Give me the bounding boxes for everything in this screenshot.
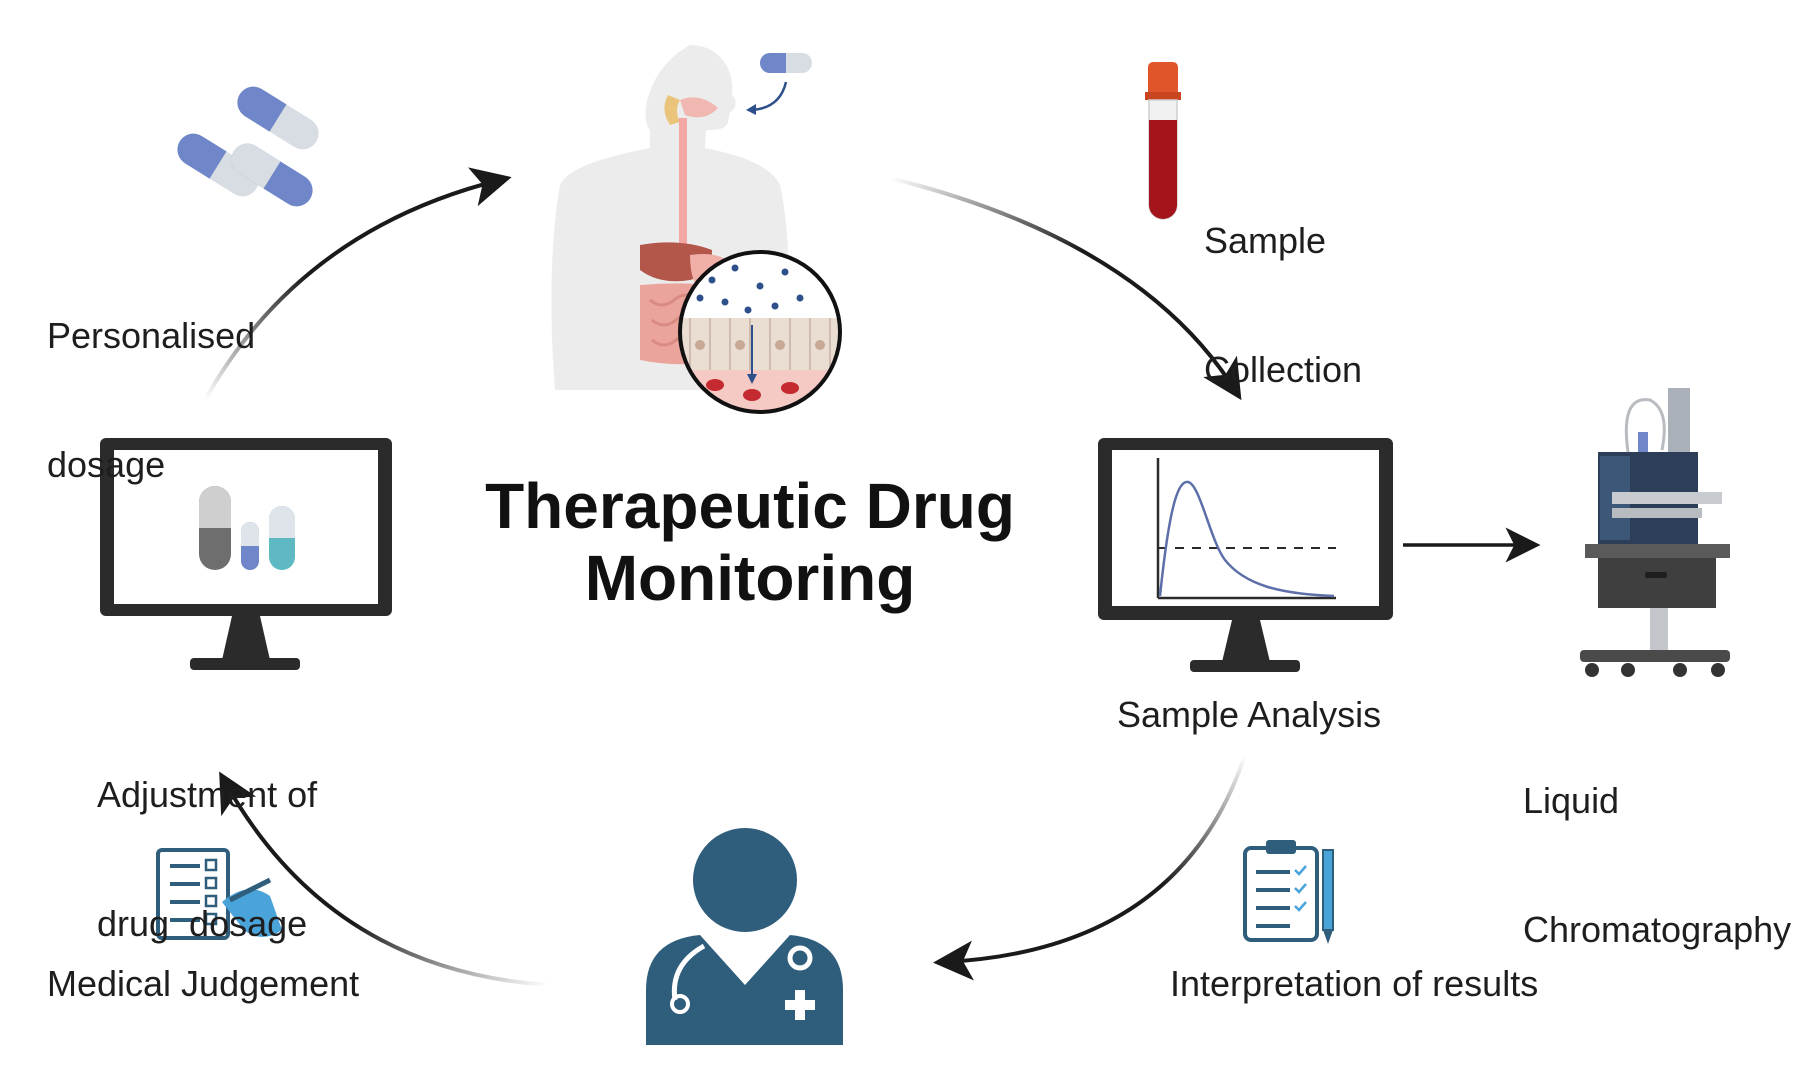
clipboard-icon xyxy=(1243,840,1334,944)
title-line-2: Monitoring xyxy=(584,542,916,614)
label-sample-collection-line-2: Collection xyxy=(1204,349,1363,390)
label-sample-collection: Sample Collection xyxy=(1204,133,1362,434)
label-adjustment-of-dosage: Adjustment of drug dosage xyxy=(97,687,317,988)
medical-checklist-icon xyxy=(156,848,282,940)
capsule-pills-icon xyxy=(177,86,319,207)
arrow-doctor-to-adjustment xyxy=(219,771,549,987)
label-sample-collection-line-1: Sample xyxy=(1204,220,1327,261)
doctor-icon xyxy=(646,828,843,1045)
blood-sample-tube-icon xyxy=(1145,62,1181,220)
label-medical-judgement: Medical Judgement xyxy=(47,963,360,1004)
label-liquid-line-2: Chromatography xyxy=(1523,909,1792,950)
liquid-chromatography-instrument-icon xyxy=(1580,388,1730,677)
arrow-dosage-to-body xyxy=(203,167,512,401)
label-personalised-dosage: Personalised dosage xyxy=(47,228,255,529)
human-digestive-system-icon xyxy=(551,45,842,414)
label-liquid-chromatography: Liquid Chromatography xyxy=(1523,693,1791,994)
label-adjustment-line-1: Adjustment of xyxy=(97,774,318,815)
title-line-1: Therapeutic Drug xyxy=(485,470,1015,542)
monitor-capsules-icon xyxy=(100,438,392,670)
label-liquid-line-1: Liquid xyxy=(1523,780,1620,821)
label-personalised-line-2: dosage xyxy=(47,444,166,485)
label-interpretation-of-results: Interpretation of results xyxy=(1170,963,1539,1004)
arrow-analysis-to-doctor xyxy=(933,754,1247,981)
label-sample-analysis: Sample Analysis xyxy=(1117,694,1382,735)
arrow-body-to-analysis xyxy=(889,176,1242,401)
diagram-title: Therapeutic Drug Monitoring xyxy=(420,470,1080,614)
label-personalised-line-1: Personalised xyxy=(47,315,256,356)
label-adjustment-line-2: drug dosage xyxy=(97,903,308,944)
monitor-concentration-curve-icon xyxy=(1098,438,1393,672)
